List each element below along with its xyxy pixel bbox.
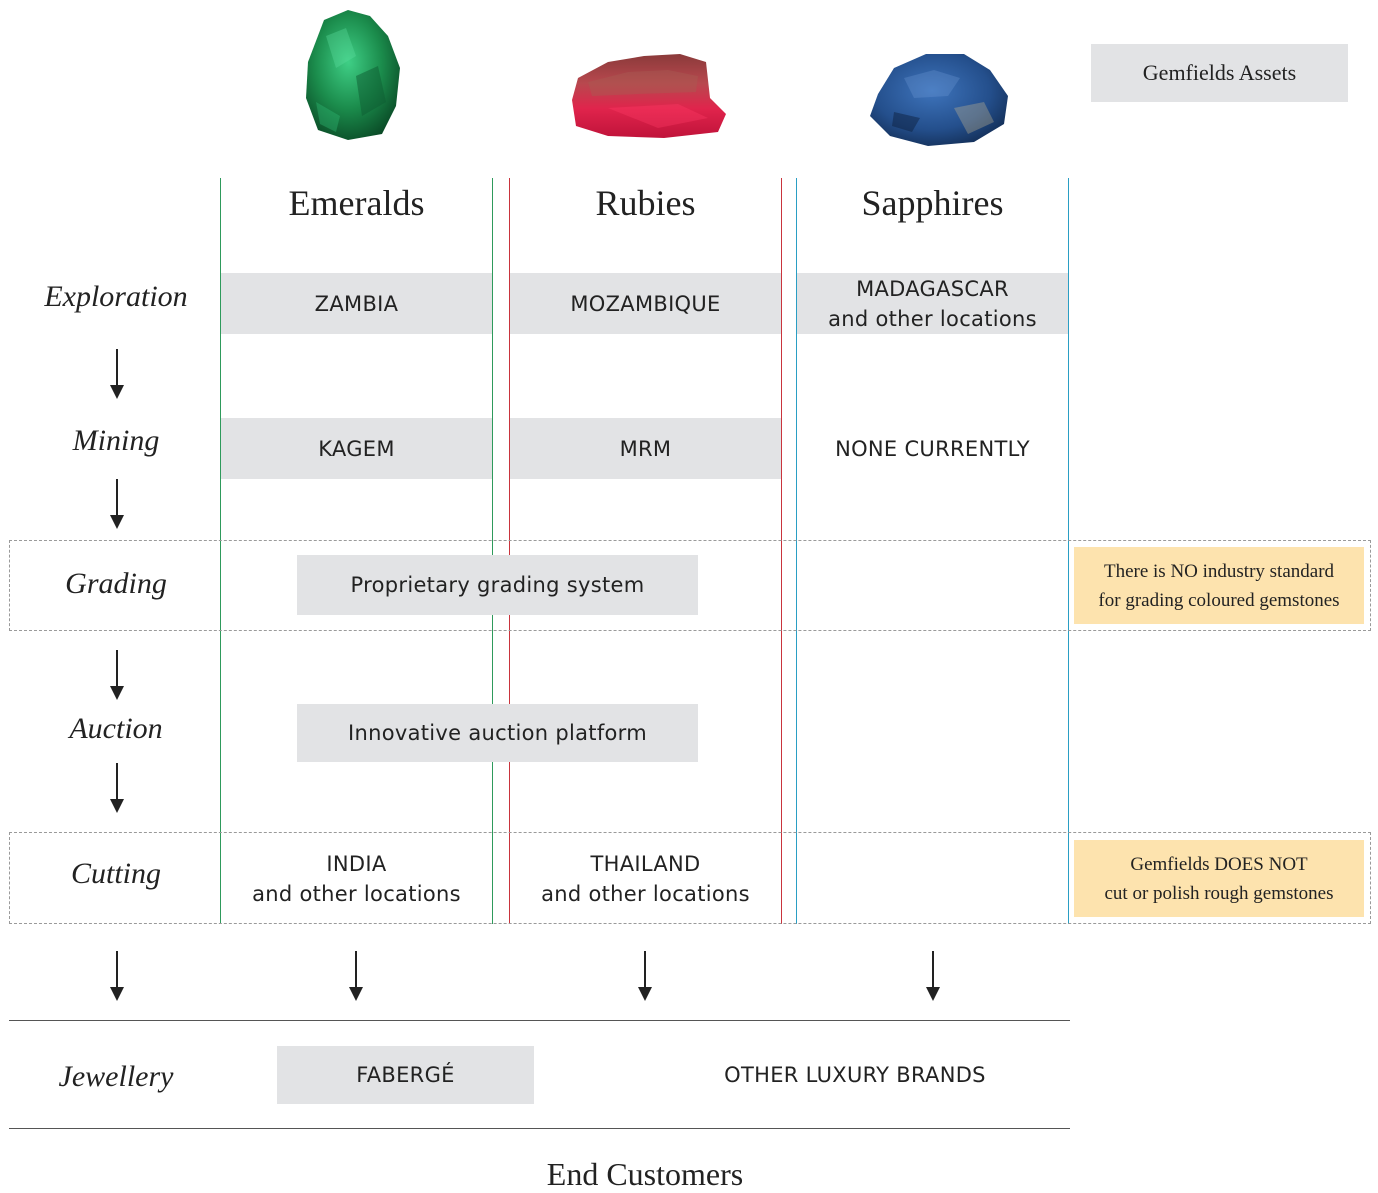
emerald-gem-icon [306, 10, 400, 140]
mining-emeralds-text: KAGEM [318, 436, 395, 461]
auction-platform-box: Innovative auction platform [297, 704, 698, 762]
exploration-sapphires-cell: MADAGASCAR and other locations [797, 273, 1068, 334]
cutting-row-box [9, 832, 1371, 924]
jewellery-faberge-cell: FABERGÉ [277, 1046, 534, 1104]
column-header-sapphires: Sapphires [861, 183, 1004, 223]
mining-emeralds-cell: KAGEM [221, 418, 492, 479]
arrow-down-icon [110, 650, 124, 700]
stage-mining: Mining [72, 424, 160, 457]
grading-note: There is NO industry standard for gradin… [1074, 547, 1364, 624]
jewellery-faberge-text: FABERGÉ [356, 1063, 455, 1087]
rubies-column-left-line [509, 178, 510, 924]
arrow-down-icon [110, 349, 124, 399]
grading-system-box: Proprietary grading system [297, 555, 698, 615]
jewellery-other-brands-cell: OTHER LUXURY BRANDS [640, 1046, 1070, 1104]
column-header-emeralds: Emeralds [288, 183, 425, 223]
exploration-rubies-cell: MOZAMBIQUE [510, 273, 781, 334]
grading-note-line1: There is NO industry standard [1103, 560, 1335, 582]
stage-auction: Auction [69, 712, 163, 745]
exploration-emeralds-cell: ZAMBIA [221, 273, 492, 334]
sapphire-gem-icon [870, 54, 1008, 146]
cutting-emeralds-text-line1: INDIA [326, 852, 387, 876]
arrow-down-icon [638, 951, 652, 1001]
stage-grading: Grading [65, 567, 167, 600]
jewellery-bottom-divider [9, 1128, 1070, 1129]
arrow-down-icon [110, 763, 124, 813]
auction-platform-text: Innovative auction platform [347, 721, 647, 745]
rubies-column-right-line [781, 178, 782, 924]
jewellery-top-divider [9, 1020, 1070, 1021]
emeralds-column-right-line [492, 178, 493, 924]
mining-rubies-text: MRM [619, 436, 672, 461]
legend-label: Gemfields Assets [1142, 60, 1297, 85]
arrow-down-icon [110, 479, 124, 529]
exploration-sapphires-text-line2: and other locations [828, 306, 1037, 331]
stage-cutting: Cutting [70, 857, 161, 890]
cutting-note-line2: cut or polish rough gemstones [1104, 882, 1334, 904]
exploration-emeralds-text: ZAMBIA [314, 291, 399, 316]
cutting-note: Gemfields DOES NOT cut or polish rough g… [1074, 840, 1364, 917]
exploration-rubies-text: MOZAMBIQUE [570, 291, 721, 316]
arrow-down-icon [926, 951, 940, 1001]
cutting-note-line1: Gemfields DOES NOT [1130, 853, 1308, 875]
mining-sapphires-cell: NONE CURRENTLY [797, 418, 1068, 479]
cutting-rubies-text-line2: and other locations [541, 882, 750, 906]
cutting-rubies-text-line1: THAILAND [590, 852, 701, 876]
ruby-gem-icon [572, 54, 726, 138]
stage-exploration: Exploration [44, 280, 188, 313]
arrow-down-icon [349, 951, 363, 1001]
emeralds-column-left-line [220, 178, 221, 924]
jewellery-other-brands-text: OTHER LUXURY BRANDS [724, 1063, 986, 1087]
mining-sapphires-text: NONE CURRENTLY [835, 436, 1030, 461]
sapphires-column-left-line [796, 178, 797, 924]
cutting-rubies-cell: THAILAND and other locations [510, 846, 781, 912]
mining-rubies-cell: MRM [510, 418, 781, 479]
cutting-emeralds-text-line2: and other locations [252, 882, 461, 906]
grading-note-line2: for grading coloured gemstones [1098, 589, 1340, 611]
legend-gemfields-assets: Gemfields Assets [1091, 44, 1348, 102]
column-header-rubies: Rubies [595, 183, 696, 223]
grading-system-text: Proprietary grading system [350, 573, 645, 597]
end-customers-label: End Customers [546, 1156, 744, 1192]
exploration-sapphires-text-line1: MADAGASCAR [856, 276, 1009, 301]
cutting-emeralds-cell: INDIA and other locations [221, 846, 492, 912]
grading-row-box [9, 540, 1371, 631]
stage-jewellery: Jewellery [58, 1060, 174, 1093]
sapphires-column-right-line [1068, 178, 1069, 924]
arrow-down-icon [110, 951, 124, 1001]
